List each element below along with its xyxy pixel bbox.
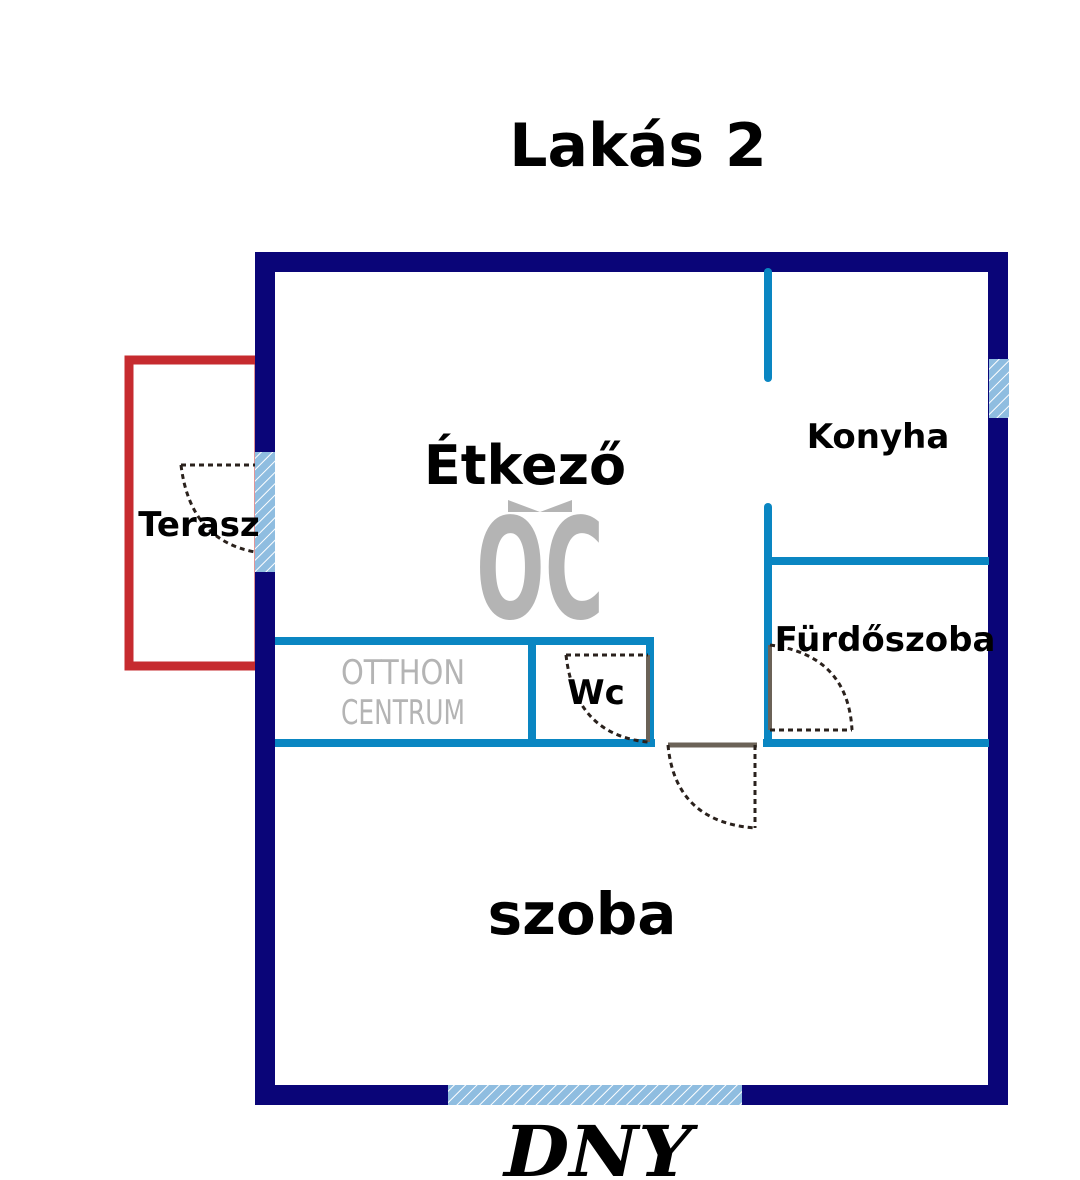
- label-bathroom: Fürdőszoba: [775, 620, 996, 660]
- label-wc: Wc: [567, 673, 625, 713]
- watermark-line2: CENTRUM: [341, 693, 465, 733]
- door-terrace: [179, 463, 256, 554]
- label-dining: Étkező: [424, 434, 626, 497]
- label-kitchen: Konyha: [807, 417, 950, 457]
- door-wc: [564, 653, 650, 744]
- orientation-label: DNY: [502, 1110, 699, 1180]
- window-right: [989, 359, 1009, 418]
- door-bathroom: [768, 643, 854, 732]
- door-room: [666, 742, 757, 830]
- plan-title: Lakás 2: [509, 111, 766, 181]
- watermark-line1: OTTHON: [341, 653, 465, 693]
- window-left: [255, 452, 275, 572]
- window-bottom: [448, 1085, 742, 1105]
- label-terrace: Terasz: [138, 505, 259, 545]
- watermark-oc: OC: [476, 489, 604, 652]
- watermark-logo: OC OTTHON CENTRUM: [341, 489, 604, 733]
- label-room: szoba: [488, 880, 677, 948]
